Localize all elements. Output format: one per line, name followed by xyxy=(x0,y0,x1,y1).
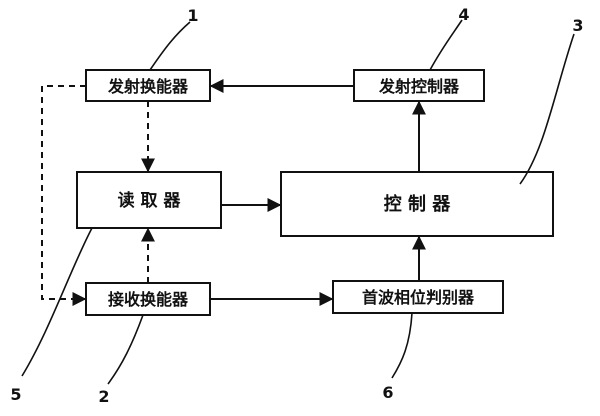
node-transmit-transducer-label: 发射换能器 xyxy=(107,77,189,96)
node-receive-transducer: 接收换能器 xyxy=(85,282,211,316)
node-transmit-controller-label: 发射控制器 xyxy=(378,77,460,96)
node-controller-label: 控 制 器 xyxy=(384,193,452,215)
node-reader: 读 取 器 xyxy=(76,171,222,229)
node-transmit-controller: 发射控制器 xyxy=(353,69,485,102)
node-first-wave-phase-discriminator-label: 首波相位判别器 xyxy=(362,288,475,307)
leader-line-1 xyxy=(149,21,191,71)
callout-number-4: 4 xyxy=(458,5,469,24)
node-controller: 控 制 器 xyxy=(280,171,554,237)
node-first-wave-phase-discriminator: 首波相位判别器 xyxy=(332,280,504,314)
callout-number-3: 3 xyxy=(572,16,583,35)
leader-line-3 xyxy=(519,33,575,185)
leader-line-5 xyxy=(21,227,93,377)
callout-number-5: 5 xyxy=(10,385,21,404)
leader-line-2 xyxy=(107,314,144,385)
callout-number-6: 6 xyxy=(382,383,393,402)
dashed-path-transmit-to-receive-transducer xyxy=(41,85,87,306)
leader-line-4 xyxy=(429,19,463,71)
node-transmit-transducer: 发射换能器 xyxy=(85,69,211,102)
callout-number-2: 2 xyxy=(98,387,109,406)
node-receive-transducer-label: 接收换能器 xyxy=(108,290,189,309)
leader-line-6 xyxy=(391,312,413,379)
callout-number-1: 1 xyxy=(187,6,198,25)
node-reader-label: 读 取 器 xyxy=(118,190,182,211)
